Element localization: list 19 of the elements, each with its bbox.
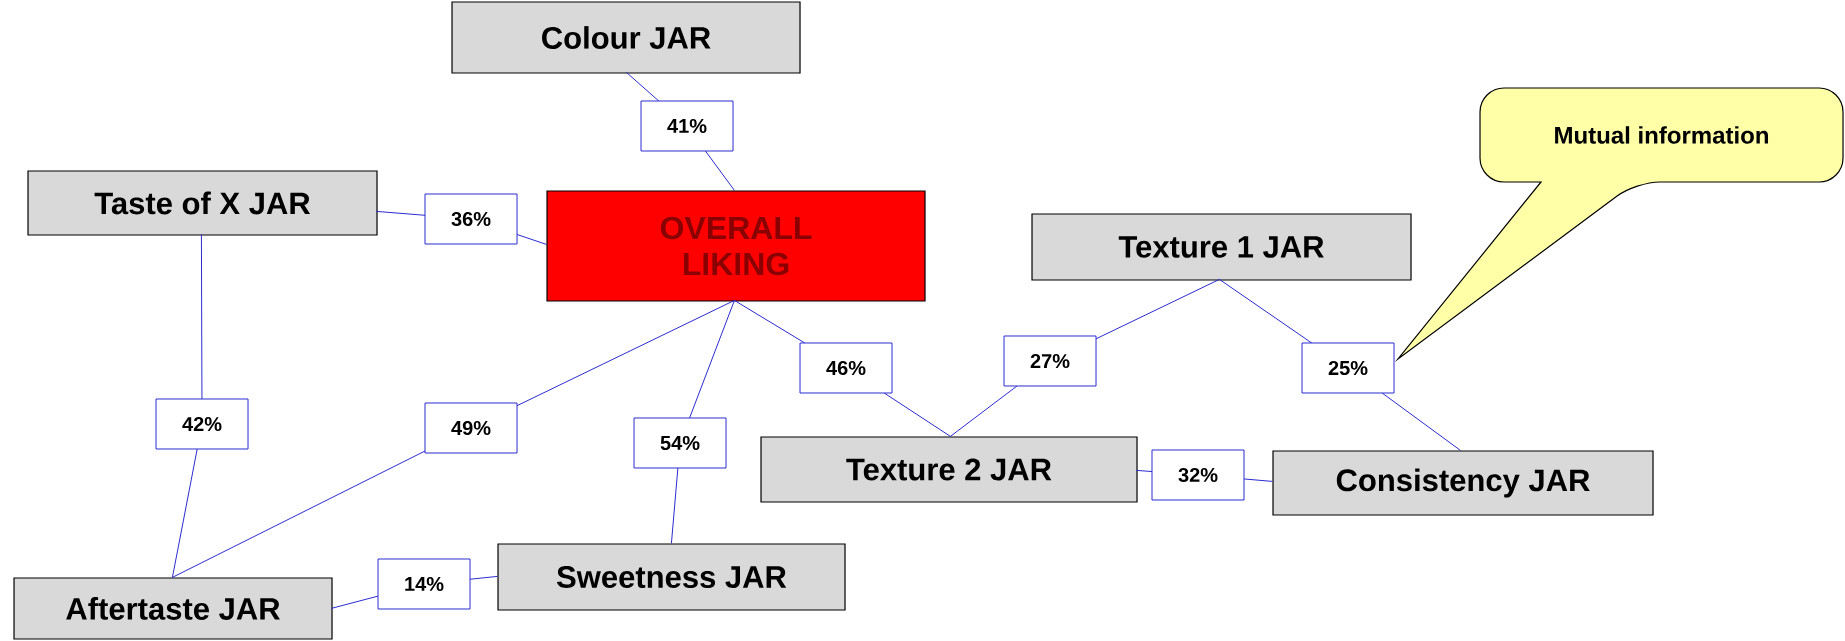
label-box: OVERALL LIKING	[546, 190, 926, 302]
label-box: Taste of X JAR	[27, 170, 378, 236]
label-box: Colour JAR	[451, 1, 801, 74]
edge-label: 14%	[377, 558, 471, 610]
edge-label: 32%	[1151, 449, 1245, 501]
label-box: Sweetness JAR	[497, 543, 846, 611]
label-box: Texture 1 JAR	[1031, 213, 1412, 281]
edge-label: 49%	[424, 402, 518, 454]
speech-bubble: Mutual information	[1397, 87, 1844, 360]
label-box: Consistency JAR	[1272, 450, 1654, 516]
edge-label: 27%	[1003, 335, 1097, 387]
edge-label: 25%	[1301, 342, 1395, 394]
edge-label: 54%	[633, 417, 727, 469]
edge-label: 36%	[424, 193, 518, 245]
label-box: Texture 2 JAR	[760, 436, 1138, 503]
edge-label: 42%	[155, 398, 249, 450]
edge-label: 41%	[640, 100, 734, 152]
label-box: Aftertaste JAR	[13, 577, 333, 640]
edge-label: 46%	[799, 342, 893, 394]
